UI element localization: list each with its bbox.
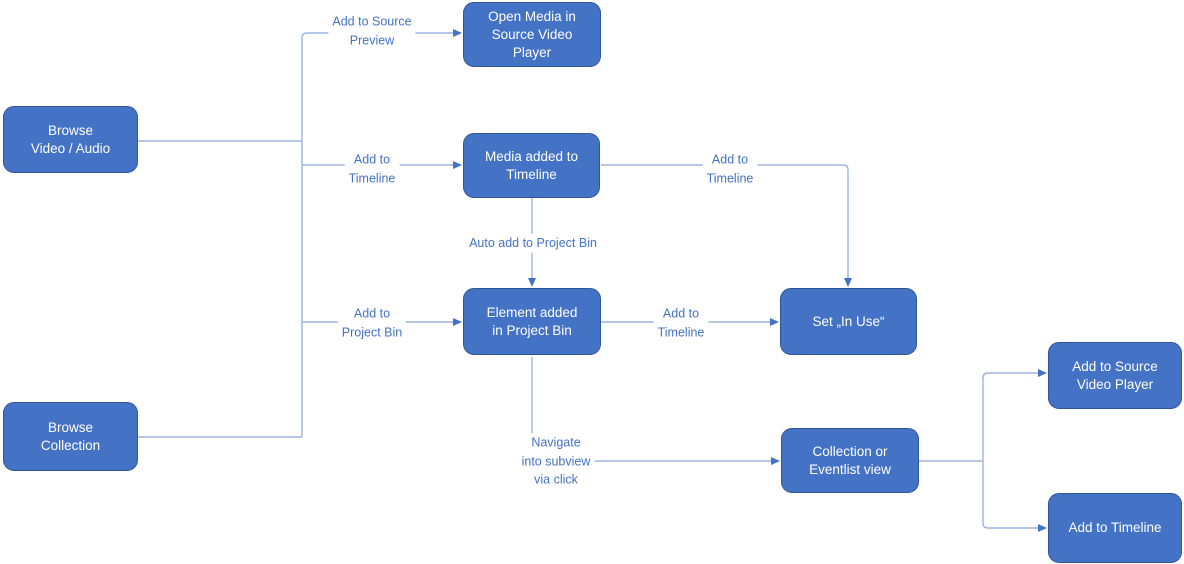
edge-label-add-to-project-bin: Add to Project Bin <box>337 304 407 342</box>
arrowhead-set-in-use-left <box>770 318 779 326</box>
arrowhead-add-timeline-end <box>1038 524 1047 532</box>
edge-label-auto-add-to-project-bin: Auto add to Project Bin <box>465 233 601 253</box>
arrowhead-add-source-player <box>1038 369 1047 377</box>
node-browse-collection: Browse Collection <box>3 402 138 471</box>
node-browse-video-audio: Browse Video / Audio <box>3 106 138 173</box>
edge-label-add-to-timeline-right: Add to Timeline <box>702 150 758 188</box>
node-open-media-in-source-video-player: Open Media in Source Video Player <box>463 2 601 67</box>
node-collection-or-eventlist-view: Collection or Eventlist view <box>781 428 919 493</box>
edge-label-add-to-timeline-mid: Add to Timeline <box>653 304 709 342</box>
node-media-added-to-timeline: Media added to Timeline <box>463 133 600 198</box>
edge-media-to-set-in-use <box>601 164 849 278</box>
edge-label-add-to-timeline-upper: Add to Timeline <box>344 150 400 188</box>
node-add-to-source-video-player: Add to Source Video Player <box>1048 342 1182 409</box>
arrowhead-auto-add <box>528 278 536 287</box>
edge-label-add-to-source-preview: Add to Source Preview <box>328 12 416 50</box>
node-add-to-timeline: Add to Timeline <box>1048 493 1182 563</box>
edge-collection-view-split <box>919 372 1038 529</box>
edge-trunk-to-open-media <box>301 32 453 437</box>
node-element-added-in-project-bin: Element added in Project Bin <box>463 288 601 355</box>
arrowhead-element-added <box>453 318 462 326</box>
arrowhead-collection-view <box>771 457 780 465</box>
arrowhead-open-media <box>453 29 462 37</box>
arrowhead-set-in-use-top <box>844 278 852 287</box>
arrowhead-media-added <box>453 161 462 169</box>
node-set-in-use: Set „In Use“ <box>780 288 917 355</box>
edge-label-navigate-into-subview: Navigate into subview via click <box>517 433 595 489</box>
